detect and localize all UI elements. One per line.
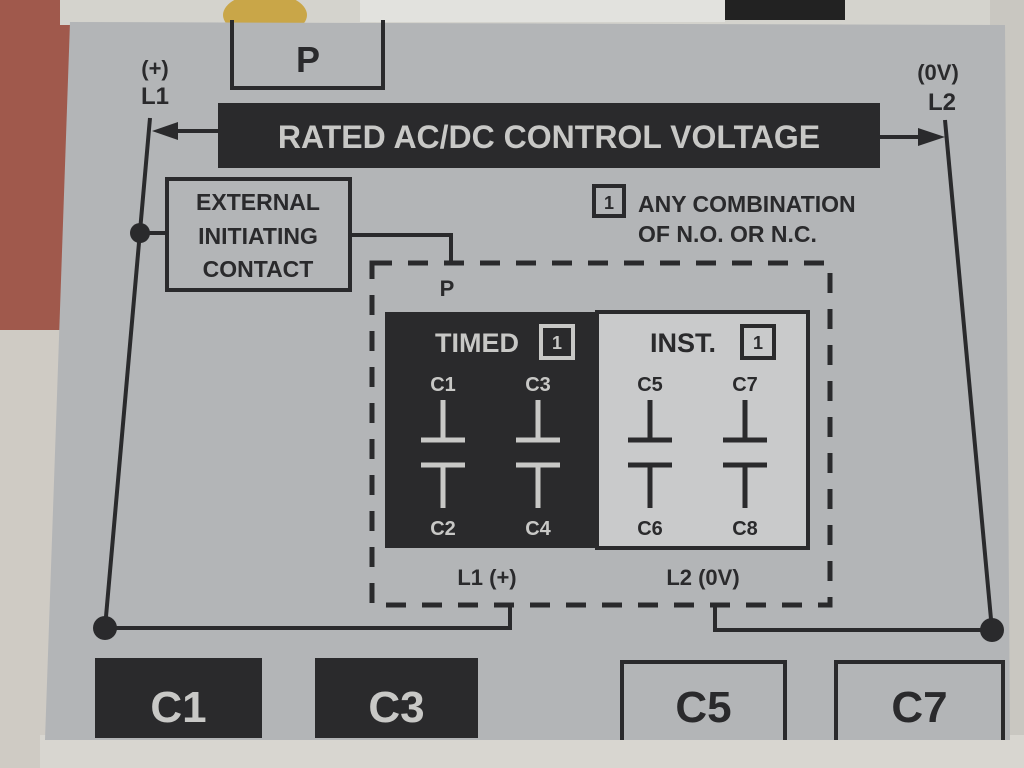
contact-bottom-label: C2 xyxy=(430,518,456,540)
contact-top-label: C7 xyxy=(732,374,758,396)
l1-name: L1 xyxy=(141,83,169,110)
external-contact-line-2: INITIATING xyxy=(198,223,318,249)
note-badge: 1 xyxy=(604,193,614,213)
l2-name: L2 xyxy=(928,89,956,116)
timed-badge: 1 xyxy=(552,333,562,353)
terminal-label: C5 xyxy=(675,683,731,732)
external-contact-line-3: CONTACT xyxy=(203,256,314,282)
terminal-label: C7 xyxy=(891,683,947,732)
contact-top-label: C5 xyxy=(637,374,663,396)
l1-rail xyxy=(103,117,152,629)
voltage-bar-text: RATED AC/DC CONTROL VOLTAGE xyxy=(278,119,820,155)
l2-junction-dot xyxy=(980,618,1004,642)
housing-slot xyxy=(725,0,845,20)
terminal-label: C3 xyxy=(368,683,424,732)
terminal-c7: C7 xyxy=(834,660,1005,740)
top-terminal-label: P xyxy=(296,39,320,80)
contact-bottom-label: C6 xyxy=(637,518,663,540)
module-boundary xyxy=(369,260,833,608)
l1-module-wire xyxy=(105,605,512,630)
timed-title: TIMED xyxy=(435,328,519,358)
contact-bottom-label: C8 xyxy=(732,518,758,540)
top-terminal-box xyxy=(230,20,385,90)
external-contact-line-1: EXTERNAL xyxy=(196,189,320,215)
contact-bottom-label: C4 xyxy=(525,518,551,540)
l2-polarity: (0V) xyxy=(917,60,959,85)
l1-polarity: (+) xyxy=(141,56,169,81)
terminal-box xyxy=(620,660,787,740)
l1-junction-dot xyxy=(93,616,117,640)
contact-top-label: C3 xyxy=(525,374,551,396)
note-line-2: OF N.O. OR N.C. xyxy=(638,221,817,247)
inst-badge-box xyxy=(740,324,776,360)
terminal-box xyxy=(834,660,1005,740)
l2-module-wire xyxy=(713,605,992,632)
module-p-label: P xyxy=(440,276,455,301)
inst-badge: 1 xyxy=(753,333,763,353)
background-wall xyxy=(0,0,70,330)
module-l2-label: L2 (0V) xyxy=(666,565,739,590)
note-badge-box xyxy=(592,184,626,218)
note-line-1: ANY COMBINATION xyxy=(638,191,856,217)
housing-tab xyxy=(360,0,725,22)
wire xyxy=(350,233,453,263)
inst-title: INST. xyxy=(650,328,716,358)
terminal-c1: C1 xyxy=(95,658,262,738)
bottom-terminals: C1 C3 C5 C7 xyxy=(95,658,1005,740)
terminal-label: C1 xyxy=(150,683,206,732)
left-arrow-icon xyxy=(152,122,178,140)
right-arrow-icon xyxy=(918,128,945,146)
module-l1-label: L1 (+) xyxy=(457,565,516,590)
terminal-box xyxy=(315,658,478,738)
timed-badge-box xyxy=(539,324,575,360)
contact-top-label: C1 xyxy=(430,374,456,396)
terminal-c3: C3 xyxy=(315,658,478,738)
voltage-bar xyxy=(218,103,880,168)
l2-rail xyxy=(943,119,994,631)
housing-bottom-edge xyxy=(40,735,1024,768)
terminal-c5: C5 xyxy=(620,660,787,740)
terminal-box xyxy=(95,658,262,738)
